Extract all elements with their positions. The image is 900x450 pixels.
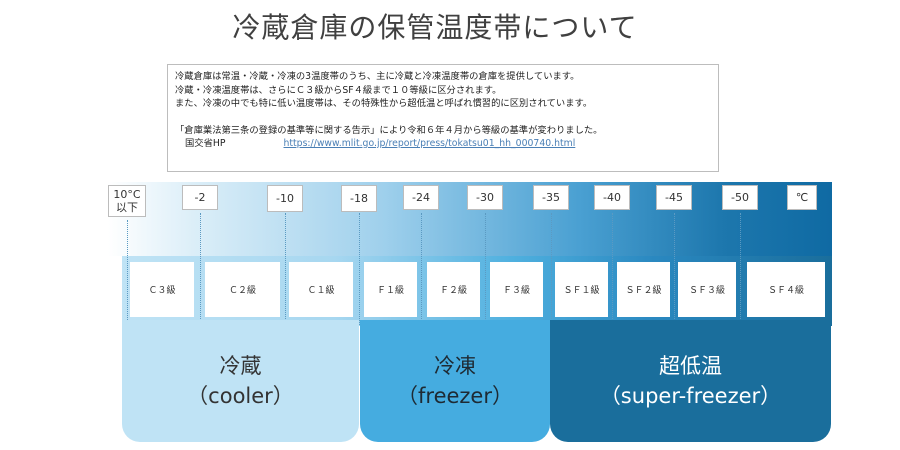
- source-label: 国交省HP: [185, 138, 226, 149]
- grade-sf2: ＳＦ２級: [617, 262, 670, 317]
- grade-c1: Ｃ１級: [289, 262, 353, 317]
- page-title: 冷蔵倉庫の保管温度帯について: [232, 11, 638, 44]
- info-line-1: 冷蔵倉庫は常温・冷蔵・冷凍の3温度帯のうち、主に冷蔵と冷凍温度帯の倉庫を提供して…: [175, 71, 580, 82]
- tick-minus-45: -45: [656, 185, 692, 210]
- tick-minus-10: -10: [267, 185, 303, 212]
- zone-super-freezer-en: （super-freezer）: [599, 384, 782, 408]
- zone-cooler-en: （cooler）: [187, 384, 294, 408]
- guide-line: [421, 213, 422, 325]
- zone-freezer-en: （freezer）: [397, 384, 513, 408]
- grade-sf1: ＳＦ１級: [555, 262, 608, 317]
- tick-minus-18: -18: [341, 185, 377, 212]
- grade-sf4: ＳＦ４級: [747, 262, 825, 317]
- zone-cooler-name: 冷蔵: [219, 354, 262, 378]
- info-source: 国交省HP https://www.mlit.go.jp/report/press…: [175, 137, 711, 151]
- guide-line: [200, 213, 201, 325]
- tick-10-or-below: 10°C 以下: [108, 185, 146, 217]
- zone-super-freezer: 超低温 （super-freezer）: [550, 320, 831, 442]
- guide-line: [674, 213, 675, 325]
- tick-unit: ℃: [787, 185, 817, 210]
- tick-minus-2: -2: [182, 185, 218, 210]
- tick-first-bottom: 以下: [116, 201, 138, 214]
- grade-c2: Ｃ２級: [205, 262, 280, 317]
- guide-line: [359, 213, 360, 325]
- tick-minus-50: -50: [722, 185, 758, 210]
- guide-line: [285, 213, 286, 325]
- guide-line: [127, 220, 128, 332]
- guide-line: [740, 213, 741, 325]
- guide-line: [612, 213, 613, 325]
- guide-line: [485, 213, 486, 325]
- zone-cooler: 冷蔵 （cooler）: [122, 320, 359, 442]
- tick-minus-30: -30: [467, 185, 503, 210]
- info-line-3: また、冷凍の中でも特に低い温度帯は、その特殊性から超低温と呼ばれ慣習的に区別され…: [175, 98, 593, 109]
- guide-line: [551, 213, 552, 325]
- tick-minus-24: -24: [403, 185, 439, 210]
- tick-minus-40: -40: [594, 185, 630, 210]
- zone-super-freezer-name: 超低温: [659, 354, 722, 378]
- zone-freezer: 冷凍 （freezer）: [360, 320, 550, 442]
- info-line-2: 冷蔵・冷凍温度帯は、さらにＣ３級からSF４級まで１０等級に区分されます。: [175, 84, 502, 96]
- grade-sf3: ＳＦ３級: [678, 262, 736, 317]
- grade-f2: Ｆ２級: [427, 262, 480, 317]
- info-box: 冷蔵倉庫は常温・冷蔵・冷凍の3温度帯のうち、主に冷蔵と冷凍温度帯の倉庫を提供して…: [167, 64, 719, 172]
- tick-minus-35: -35: [533, 185, 569, 210]
- grade-f1: Ｆ１級: [364, 262, 417, 317]
- tick-first-top: 10°C: [113, 188, 141, 201]
- source-link[interactable]: https://www.mlit.go.jp/report/press/toka…: [283, 138, 576, 149]
- info-notice: 「倉庫業法第三条の登録の基準等に関する告示」により令和６年４月から等級の基準が変…: [175, 124, 603, 136]
- grade-c3: Ｃ３級: [130, 262, 194, 317]
- zone-freezer-name: 冷凍: [434, 354, 476, 378]
- grade-f3: Ｆ３級: [490, 262, 543, 317]
